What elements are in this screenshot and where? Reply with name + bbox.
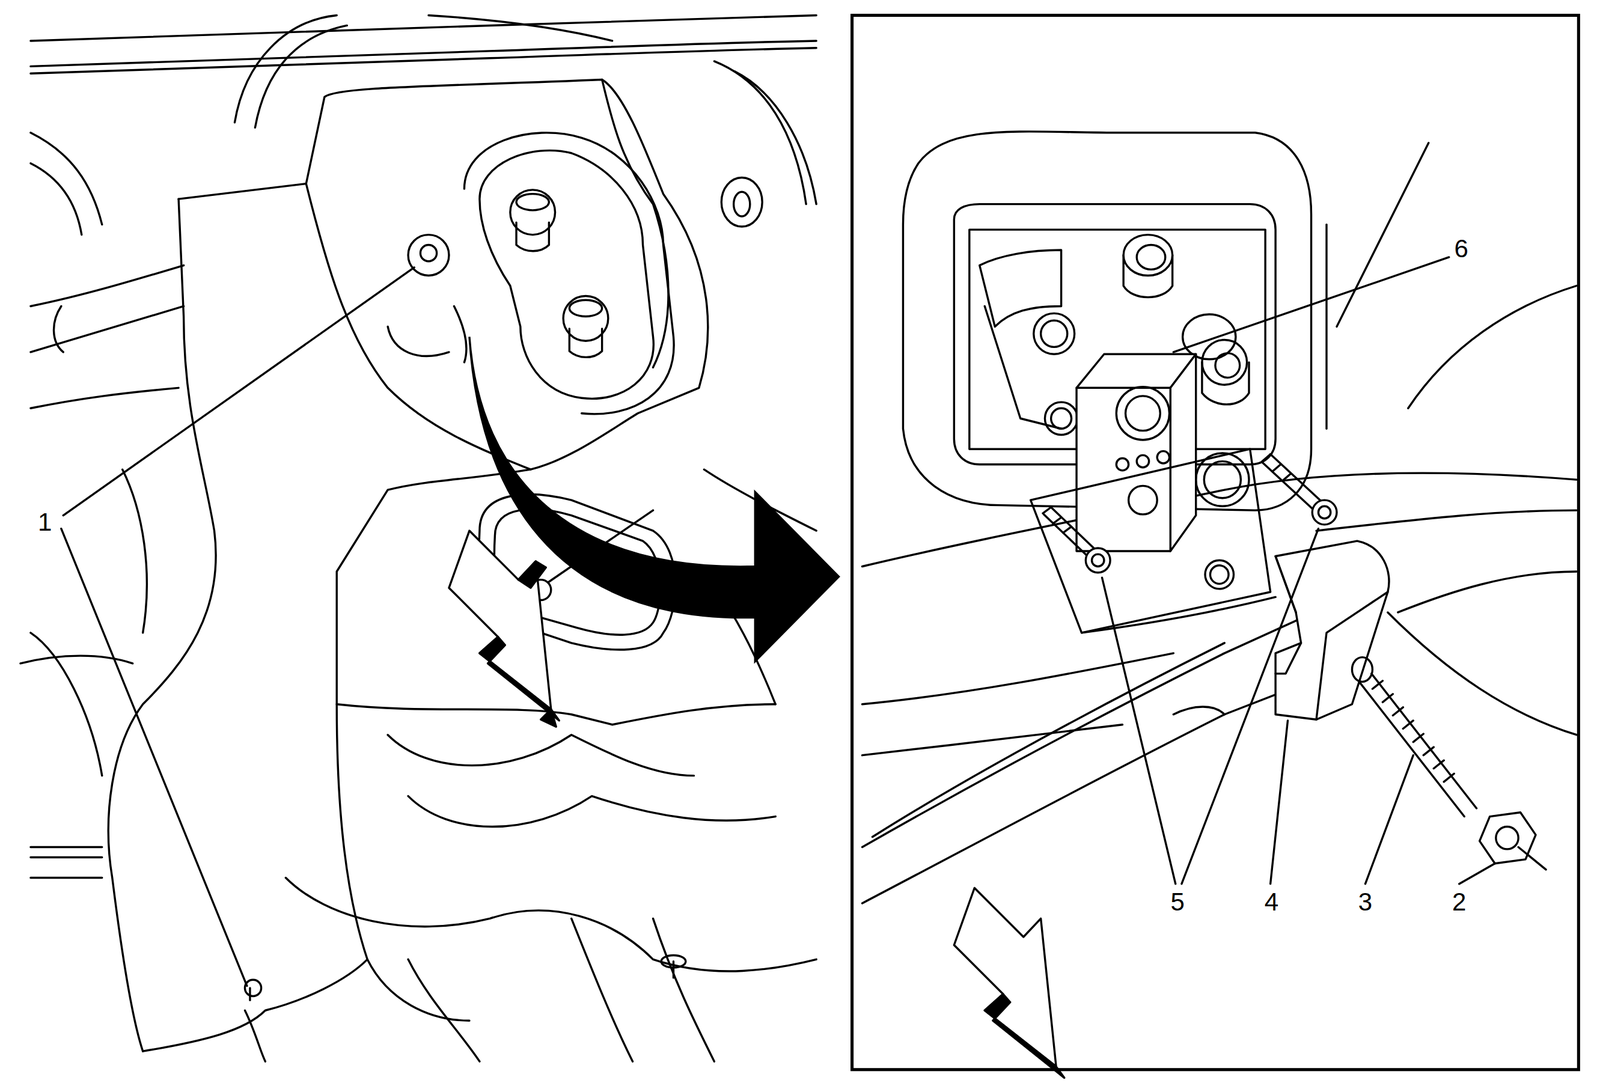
callout-number: 6	[1451, 235, 1471, 263]
callout-number: 3	[1355, 888, 1375, 917]
callout-number: 2	[1449, 888, 1469, 917]
callout-number: 5	[1167, 888, 1187, 917]
callout-number: 1	[35, 508, 55, 537]
callout-number: 4	[1262, 888, 1281, 917]
